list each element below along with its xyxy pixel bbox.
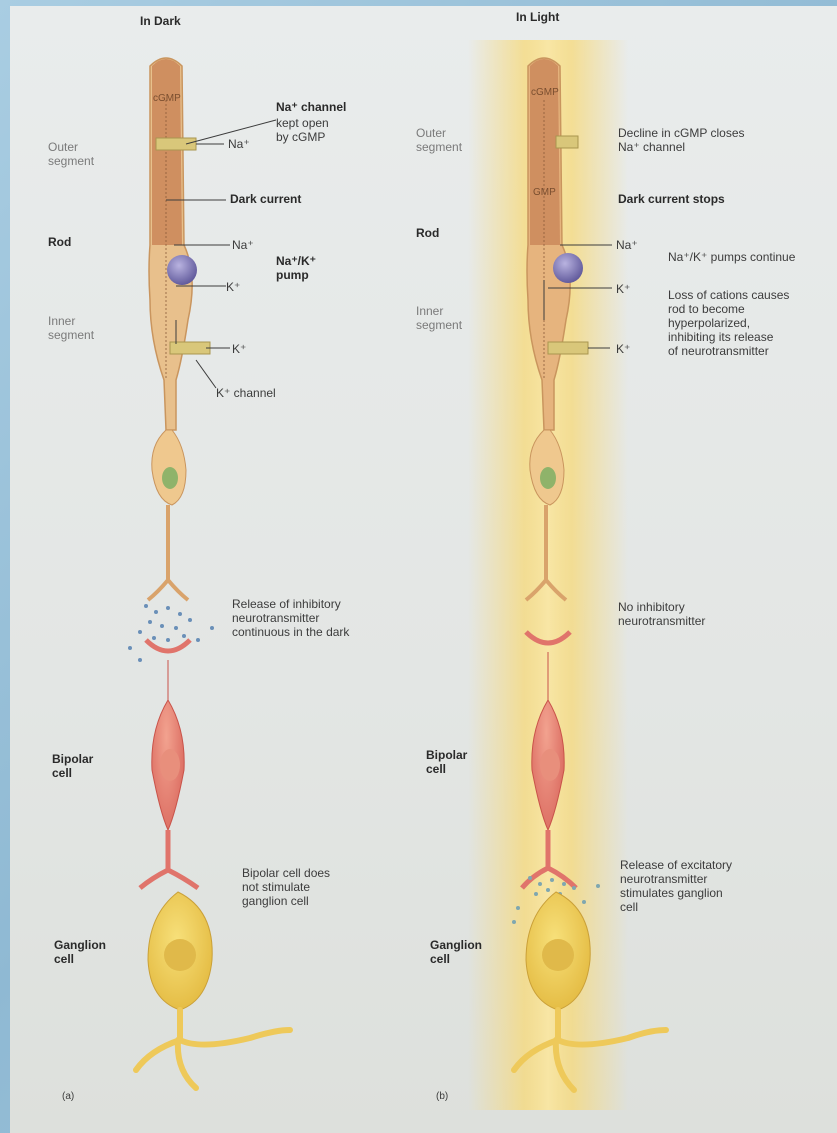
cgmp-label-light: cGMP: [531, 86, 559, 100]
k-channel-label: K⁺ channel: [216, 386, 276, 400]
rod-label-light: Rod: [416, 226, 439, 240]
k-channel-light: [548, 342, 588, 354]
bipolar-label-light: Bipolar cell: [426, 748, 467, 776]
na-k-pump-dark: [167, 255, 197, 285]
gmp-label-light: GMP: [533, 186, 556, 200]
rod-cell-dark: [148, 58, 210, 600]
na-channel-dark: [156, 138, 196, 150]
panel-letter-b: (b): [436, 1090, 448, 1104]
cation-loss-note: Loss of cations causes rod to become hyp…: [668, 288, 789, 358]
na-channel-note: kept open by cGMP: [276, 116, 329, 144]
panel-letter-a: (a): [62, 1090, 74, 1104]
cgmp-label-dark: cGMP: [153, 92, 181, 106]
k-ion-label-light-2: K⁺: [616, 342, 630, 356]
na-ion-label-light: Na⁺: [616, 238, 638, 252]
ganglion-cell-dark: [136, 892, 290, 1088]
bipolar-note: Bipolar cell does not stimulate ganglion…: [242, 866, 330, 908]
inner-segment-label-dark: Inner segment: [48, 314, 94, 342]
na-channel-light: [556, 136, 578, 148]
heading-in-dark: In Dark: [140, 14, 181, 28]
inner-segment-label-light: Inner segment: [416, 304, 462, 332]
pump-label-dark: Na⁺/K⁺ pump: [276, 254, 316, 282]
rod-label-dark: Rod: [48, 235, 71, 249]
no-inhibitory-note: No inhibitory neurotransmitter: [618, 600, 705, 628]
bipolar-label-dark: Bipolar cell: [52, 752, 93, 780]
na-ion-label-dark-2: Na⁺: [232, 238, 254, 252]
pumps-continue-note: Na⁺/K⁺ pumps continue: [668, 250, 795, 264]
bipolar-cell-dark: [140, 640, 198, 888]
na-channel-title: Na⁺ channel: [276, 100, 346, 114]
decline-cgmp-note: Decline in cGMP closes Na⁺ channel: [618, 126, 745, 154]
na-ion-label-dark: Na⁺: [228, 137, 250, 151]
release-inhibitory-note: Release of inhibitory neurotransmitter c…: [232, 597, 349, 639]
dark-current-stops-label: Dark current stops: [618, 192, 725, 206]
ganglion-label-dark: Ganglion cell: [54, 938, 106, 966]
excitatory-release-note: Release of excitatory neurotransmitter s…: [620, 858, 732, 914]
ganglion-label-light: Ganglion cell: [430, 938, 482, 966]
outer-segment-label-dark: Outer segment: [48, 140, 94, 168]
k-ion-label-dark-2: K⁺: [232, 342, 246, 356]
k-ion-label-dark: K⁺: [226, 280, 240, 294]
k-ion-label-light: K⁺: [616, 282, 630, 296]
dark-current-label: Dark current: [230, 192, 301, 206]
na-k-pump-light: [553, 253, 583, 283]
outer-segment-label-light: Outer segment: [416, 126, 462, 154]
heading-in-light: In Light: [516, 10, 559, 24]
